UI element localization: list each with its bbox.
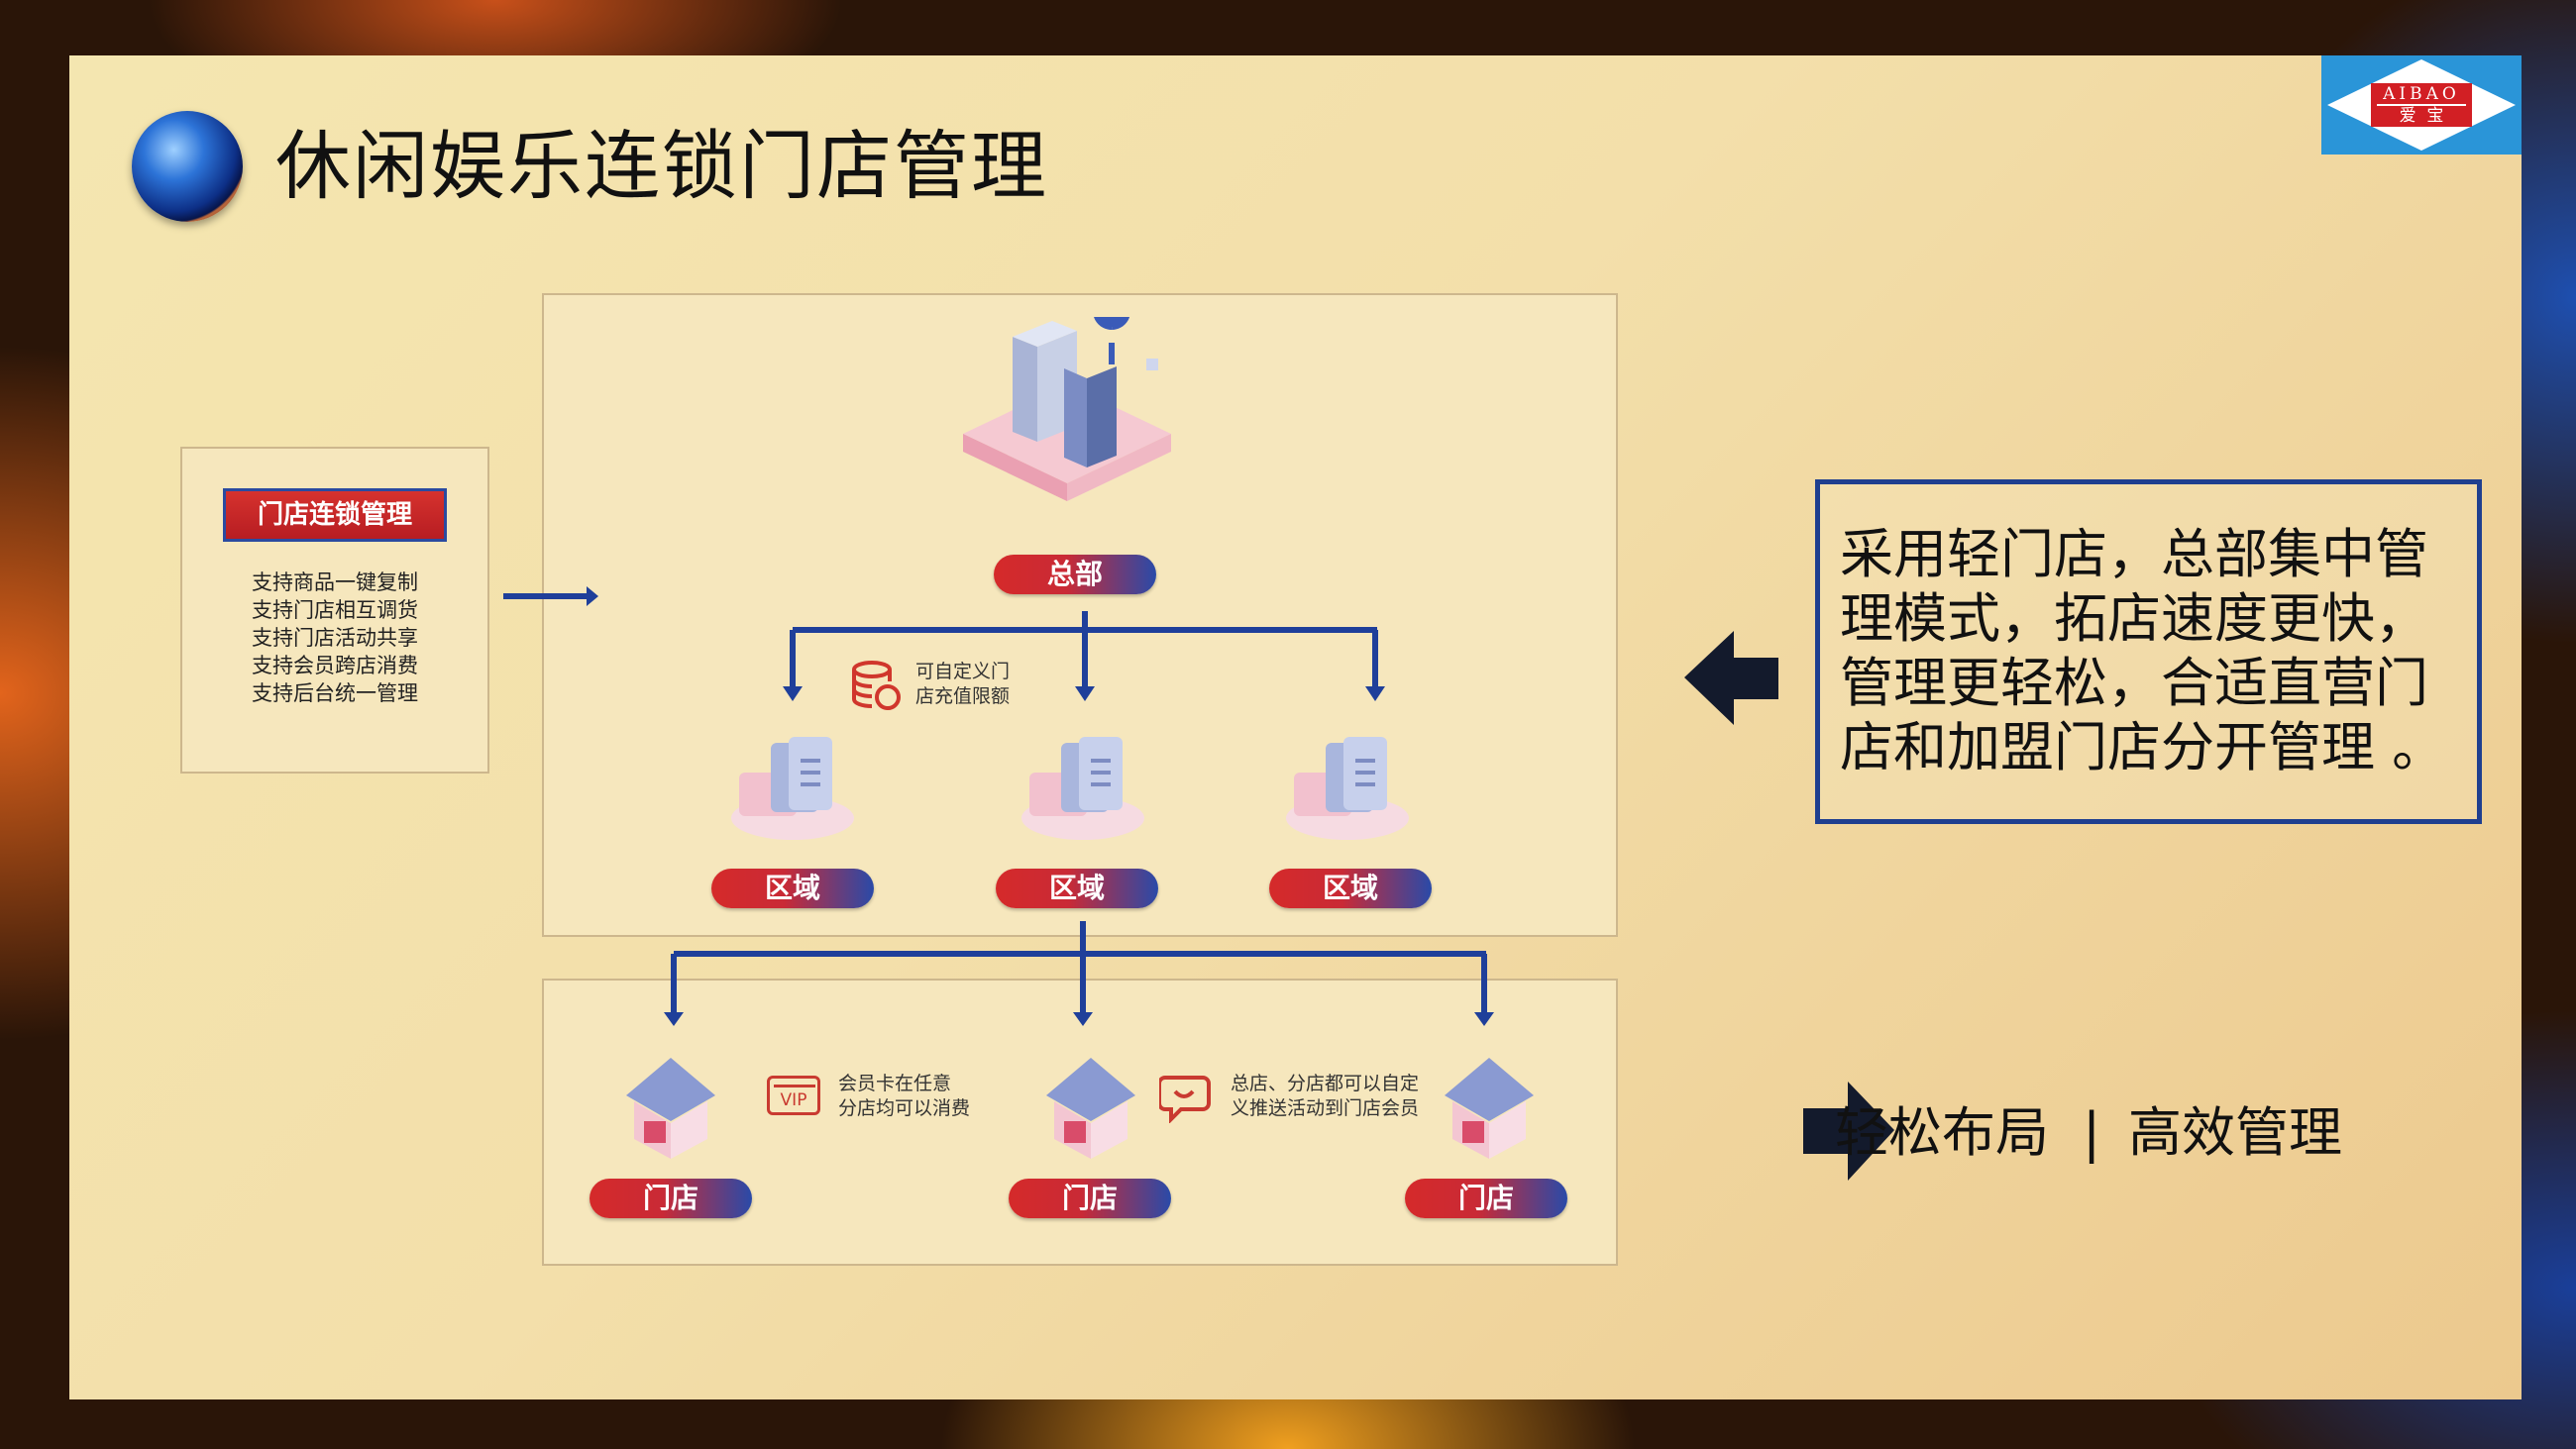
aibao-logo: AIBAO 爱 宝 [2321,55,2522,155]
description-text: 采用轻门店，总部集中管理模式，拓店速度更快，管理更轻松，合适直营门店和加盟门店分… [1840,523,2446,778]
logo-bottom-text: 爱 宝 [2399,106,2444,126]
promo-note-line: 总店、分店都可以自定 [1231,1073,1420,1094]
store-label: 门店 [1405,1179,1567,1218]
feature-item: 支持门店活动共享 [252,626,418,650]
region-label: 区域 [711,869,874,908]
feature-item: 支持商品一键复制 [252,570,418,594]
globe-icon [132,111,243,222]
promo-note-line: 义推送活动到门店会员 [1231,1097,1420,1119]
slogan-left: 轻松布局 [1835,1101,2049,1164]
page-title: 休闲娱乐连锁门店管理 [275,122,1048,210]
slogan-separator: | [2083,1101,2101,1164]
hq-building-icon [963,317,1171,501]
region-building-icon [731,737,854,840]
vip-note: 会员卡在任意 分店均可以消费 [838,1072,970,1121]
chat-bubble-icon [1159,1076,1211,1123]
logo-diamond-icon [2327,59,2516,151]
feature-box: 门店连锁管理 支持商品一键复制 支持门店相互调货 支持门店活动共享 支持会员跨店… [180,447,489,774]
store-house-icon [1445,1058,1534,1159]
region-label: 区域 [1269,869,1432,908]
vip-note-line: 会员卡在任意 [838,1073,952,1094]
store-house-icon [626,1058,715,1159]
hq-note: 可自定义门 店充值限额 [915,660,1010,709]
feature-item: 支持门店相互调货 [252,598,418,622]
feature-item: 支持会员跨店消费 [252,654,418,677]
logo-top-text: AIBAO [2383,84,2460,104]
coins-icon [852,661,901,710]
store-house-icon [1046,1058,1135,1159]
store-label: 门店 [590,1179,752,1218]
hq-note-line: 店充值限额 [915,685,1011,707]
hq-label: 总部 [994,555,1156,594]
vip-text: VIP [780,1090,807,1110]
vip-note-line: 分店均可以消费 [838,1097,971,1119]
region-building-icon [1286,737,1409,840]
vip-card-icon: VIP [767,1076,820,1115]
slogan-right: 高效管理 [2128,1101,2342,1164]
feature-heading: 门店连锁管理 [223,488,447,542]
region-building-icon [1021,737,1144,840]
description-box: 采用轻门店，总部集中管理模式，拓店速度更快，管理更轻松，合适直营门店和加盟门店分… [1815,479,2482,824]
region-label: 区域 [996,869,1158,908]
store-label: 门店 [1009,1179,1171,1218]
promo-note: 总店、分店都可以自定 义推送活动到门店会员 [1231,1072,1419,1121]
feature-item: 支持后台统一管理 [252,681,418,705]
hq-note-line: 可自定义门 [915,661,1011,682]
